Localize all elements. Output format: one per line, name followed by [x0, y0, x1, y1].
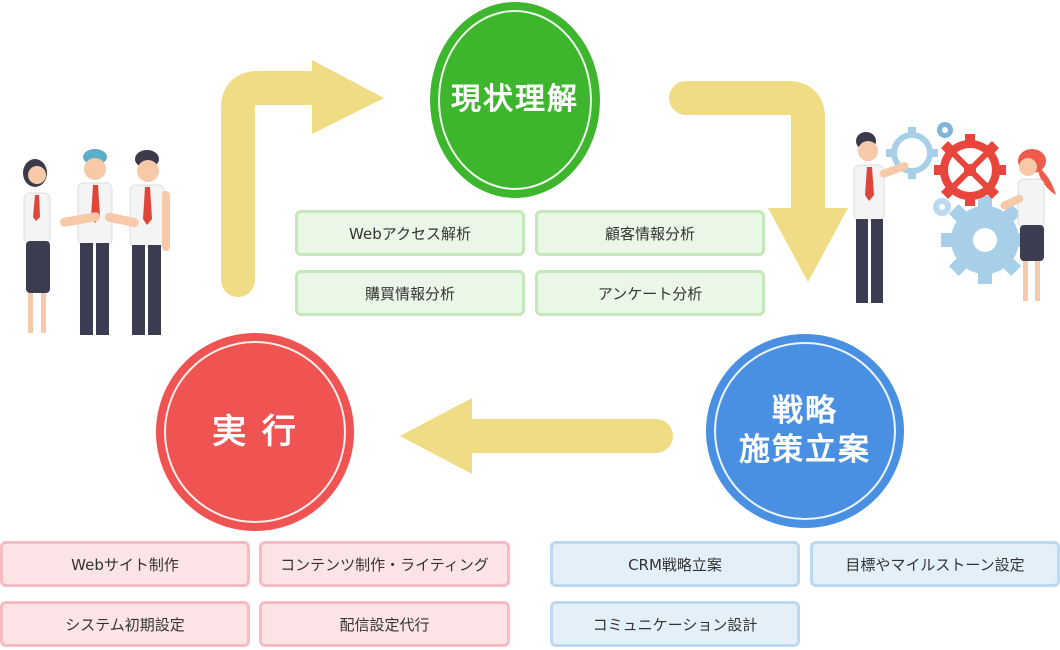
tag-purchase-info-analysis: 購買情報分析: [295, 270, 525, 316]
gear-tiny-blue-icon: [937, 122, 953, 138]
team-gears-illustration: [853, 122, 1056, 303]
tag-website-production: Webサイト制作: [0, 541, 250, 587]
gear-large-blue-icon: [941, 196, 1029, 284]
understanding-circle: 現状理解: [430, 2, 600, 198]
tag-goal-milestone-setting: 目標やマイルストーン設定: [810, 541, 1060, 587]
gear-small-blue-icon: [886, 127, 938, 179]
tag-web-access-analysis: Webアクセス解析: [295, 210, 525, 256]
arrow-to-execution: [400, 398, 673, 474]
execution-title: 実 行: [212, 411, 298, 452]
person-man-right-icon: [105, 150, 170, 335]
tag-survey-analysis: アンケート分析: [535, 270, 765, 316]
person-man-center-icon: [60, 149, 113, 335]
tag-customer-info-analysis: 顧客情報分析: [535, 210, 765, 256]
arrow-to-understanding: [221, 60, 384, 297]
strategy-title-line1: 戦略: [772, 393, 838, 430]
person-woman-gears-icon: [1000, 149, 1056, 301]
strategy-circle: 戦略 施策立案: [706, 334, 904, 528]
tag-communication-design: コミュニケーション設計: [550, 601, 800, 647]
execution-circle: 実 行: [156, 333, 354, 531]
team-handshake-illustration: [23, 149, 170, 335]
person-woman-icon: [23, 159, 51, 333]
tag-delivery-setup-agency: 配信設定代行: [259, 601, 510, 647]
gear-red-icon: [934, 134, 1006, 206]
arrow-to-strategy: [669, 81, 848, 282]
tag-crm-strategy: CRM戦略立案: [550, 541, 800, 587]
understanding-title: 現状理解: [451, 82, 579, 118]
strategy-title-line2: 施策立案: [739, 432, 871, 468]
tag-content-writing: コンテンツ制作・ライティング: [259, 541, 510, 587]
gear-tiny-blue-2-icon: [933, 198, 951, 216]
person-man-gears-icon: [853, 132, 909, 303]
tag-system-initial-setup: システム初期設定: [0, 601, 250, 647]
